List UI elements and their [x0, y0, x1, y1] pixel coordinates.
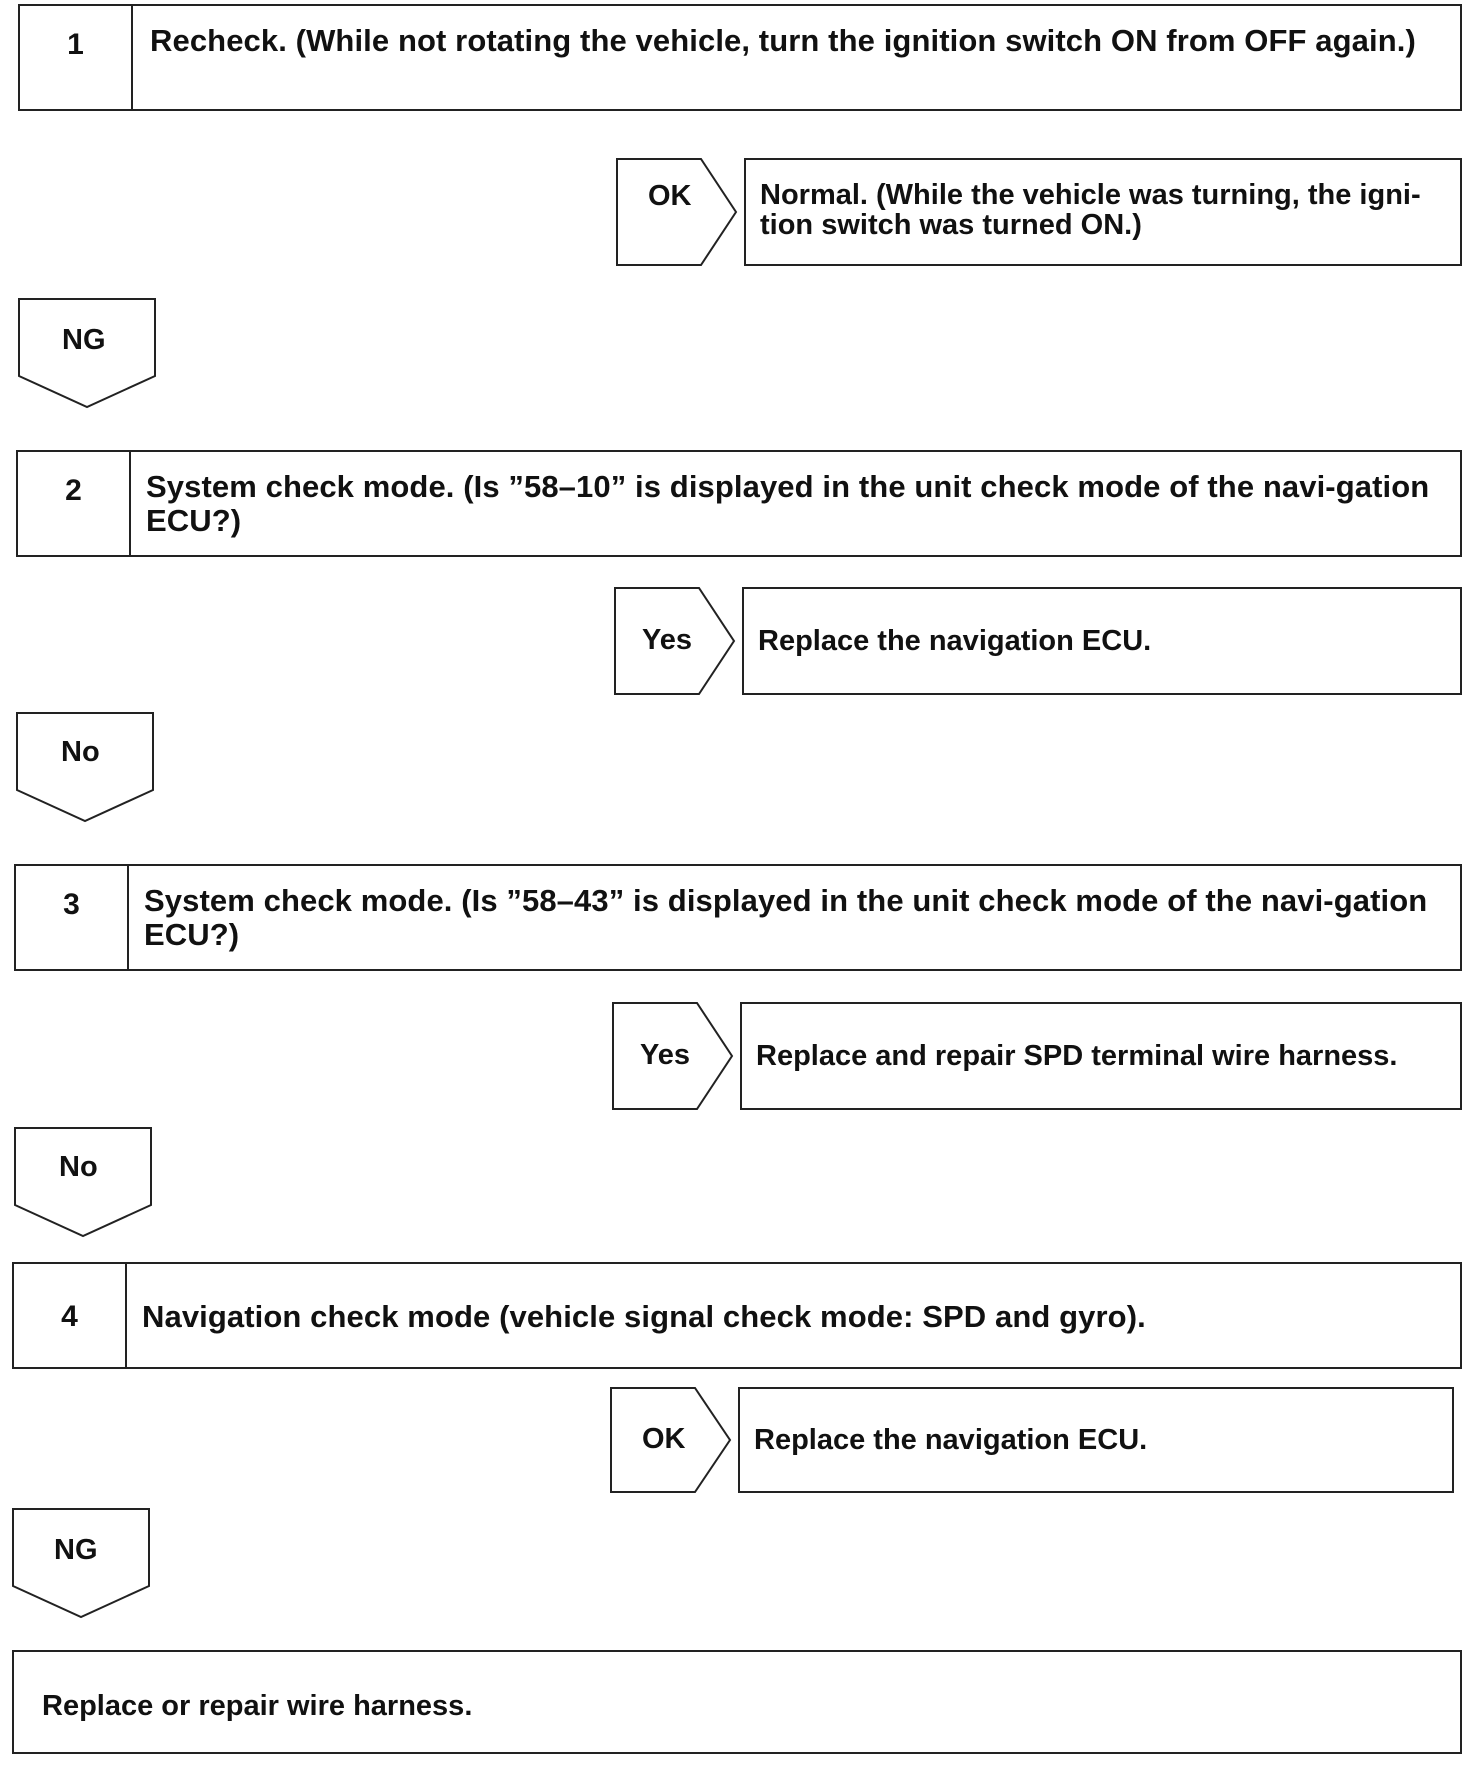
- down-tag-label: No: [61, 736, 100, 768]
- step-number: 3: [16, 866, 129, 969]
- branch-tag-yes: Yes: [612, 1002, 734, 1110]
- branch-label: OK: [642, 1423, 686, 1455]
- step-2-box: 2 System check mode. (Is ”58–10” is disp…: [16, 450, 1462, 557]
- step-text: Recheck. (While not rotating the vehicle…: [150, 23, 1416, 58]
- down-tag-label: No: [59, 1151, 98, 1183]
- step-text: System check mode. (Is ”58–10” is displa…: [146, 469, 1430, 538]
- branch-label: Yes: [640, 1039, 690, 1071]
- branch-result-box: Normal. (While the vehicle was turning, …: [744, 158, 1462, 266]
- down-tag-no: No: [14, 1127, 152, 1238]
- step-text: System check mode. (Is ”58–43” is displa…: [144, 883, 1428, 952]
- branch-tag-ok: OK: [616, 158, 738, 266]
- down-tag-no: No: [16, 712, 154, 823]
- down-tag-ng: NG: [12, 1508, 150, 1619]
- down-tag-label: NG: [62, 324, 106, 356]
- branch-result-text: Replace the navigation ECU.: [754, 1424, 1148, 1456]
- branch-result-box: Replace the navigation ECU.: [742, 587, 1462, 695]
- branch-result-box: Replace and repair SPD terminal wire har…: [740, 1002, 1462, 1110]
- step-4-box: 4 Navigation check mode (vehicle signal …: [12, 1262, 1462, 1369]
- branch-result-box: Replace the navigation ECU.: [738, 1387, 1454, 1493]
- step-3-box: 3 System check mode. (Is ”58–43” is disp…: [14, 864, 1462, 971]
- step-text: Navigation check mode (vehicle signal ch…: [142, 1299, 1146, 1334]
- branch-tag-yes: Yes: [614, 587, 736, 695]
- step-number: 2: [18, 452, 131, 555]
- branch-result-text: Replace the navigation ECU.: [758, 625, 1152, 657]
- down-tag-label: NG: [54, 1534, 98, 1566]
- final-step-text: Replace or repair wire harness.: [42, 1690, 473, 1722]
- branch-label: OK: [648, 180, 692, 212]
- step-number: 1: [20, 6, 133, 109]
- branch-result-text: Normal. (While the vehicle was turning, …: [760, 179, 1421, 241]
- final-step-box: Replace or repair wire harness.: [12, 1650, 1462, 1754]
- branch-tag-ok: OK: [610, 1387, 732, 1493]
- down-tag-ng: NG: [18, 298, 156, 409]
- step-1-box: 1 Recheck. (While not rotating the vehic…: [18, 4, 1462, 111]
- branch-result-text: Replace and repair SPD terminal wire har…: [756, 1040, 1398, 1072]
- branch-label: Yes: [642, 624, 692, 656]
- step-number: 4: [14, 1264, 127, 1367]
